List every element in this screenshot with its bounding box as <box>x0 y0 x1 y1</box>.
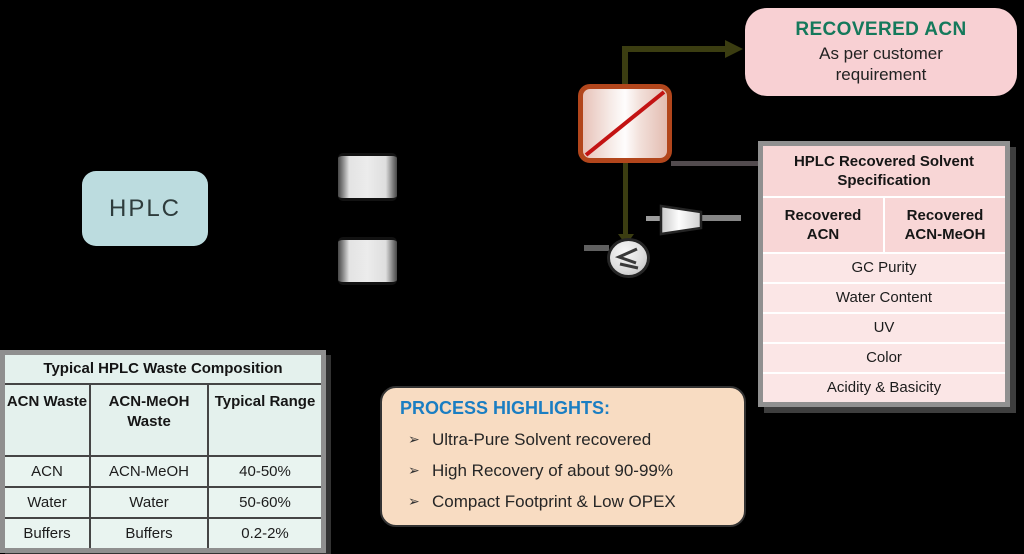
ejector-outlet-line <box>699 215 741 221</box>
line-to-spec-table <box>671 161 763 166</box>
highlight-text: High Recovery of about 90-99% <box>432 460 673 480</box>
process-highlights-box: PROCESS HIGHLIGHTS: ➢ Ultra-Pure Solvent… <box>380 386 746 527</box>
pump-inlet-line <box>584 245 609 251</box>
bottoms-line-vertical <box>623 161 628 237</box>
spec-col-header: Recovered ACN <box>763 198 885 252</box>
spec-col-header: Recovered ACN-MeOH <box>885 198 1005 252</box>
spec-table-row: Color <box>763 342 1005 372</box>
process-highlights-title: PROCESS HIGHLIGHTS: <box>400 398 611 418</box>
bullet-arrow-icon: ➢ <box>408 462 420 478</box>
spec-table: HPLC Recovered Solvent Specification Rec… <box>758 141 1010 407</box>
table-cell: Water <box>89 488 209 517</box>
spec-table-row: UV <box>763 312 1005 342</box>
bullet-arrow-icon: ➢ <box>408 493 420 509</box>
table-cell: ACN <box>5 457 89 486</box>
hplc-label: HPLC <box>108 194 182 222</box>
diagonal-cross-icon <box>584 90 666 157</box>
waste-table-row: ACN ACN-MeOH 40-50% <box>5 455 321 486</box>
ejector-inlet-line <box>646 216 662 221</box>
ejector-icon <box>659 204 703 236</box>
waste-table-title: Typical HPLC Waste Composition <box>5 355 321 383</box>
pump-icon <box>607 238 650 278</box>
pump-glyph-icon <box>614 247 639 270</box>
table-cell: Buffers <box>89 519 209 548</box>
table-cell: Buffers <box>5 519 89 548</box>
overhead-line-horizontal <box>622 46 728 52</box>
waste-table: Typical HPLC Waste Composition ACN Waste… <box>0 350 326 553</box>
recovered-acn-title: RECOVERED ACN <box>795 19 967 40</box>
waste-col-header: ACN Waste <box>5 385 89 455</box>
table-cell: ACN-MeOH <box>89 457 209 486</box>
waste-table-header-row: ACN Waste ACN-MeOH Waste Typical Range <box>5 383 321 455</box>
highlight-item: ➢ Compact Footprint & Low OPEX <box>400 486 744 517</box>
spec-table-row: Acidity & Basicity <box>763 372 1005 402</box>
spec-table-header-row: Recovered ACN Recovered ACN-MeOH <box>763 196 1005 252</box>
waste-table-row: Water Water 50-60% <box>5 486 321 517</box>
spec-table-title: HPLC Recovered Solvent Specification <box>763 146 1005 196</box>
overhead-line-vertical <box>622 46 628 88</box>
hplc-box: HPLC <box>82 171 208 246</box>
arrowhead-to-recovered-acn-icon <box>725 40 743 58</box>
highlight-item: ➢ Ultra-Pure Solvent recovered <box>400 424 744 455</box>
highlight-text: Ultra-Pure Solvent recovered <box>432 429 652 449</box>
bullet-arrow-icon: ➢ <box>408 431 420 447</box>
table-cell: Water <box>5 488 89 517</box>
waste-col-header: ACN-MeOH Waste <box>89 385 209 455</box>
table-cell: 50-60% <box>209 488 321 517</box>
recovered-acn-line1: As per customer <box>819 44 943 63</box>
spec-table-row: GC Purity <box>763 252 1005 282</box>
waste-table-row: Buffers Buffers 0.2-2% <box>5 517 321 548</box>
highlight-item: ➢ High Recovery of about 90-99% <box>400 455 744 486</box>
waste-col-header: Typical Range <box>209 385 321 455</box>
recovered-acn-note: RECOVERED ACN As per customer requiremen… <box>745 8 1017 96</box>
highlight-text: Compact Footprint & Low OPEX <box>432 491 676 511</box>
tank-upper-icon <box>338 153 397 201</box>
spec-table-row: Water Content <box>763 282 1005 312</box>
recovered-acn-line2: requirement <box>835 65 927 84</box>
table-cell: 0.2-2% <box>209 519 321 548</box>
separation-unit-icon <box>578 84 672 163</box>
tank-lower-icon <box>338 237 397 285</box>
table-cell: 40-50% <box>209 457 321 486</box>
